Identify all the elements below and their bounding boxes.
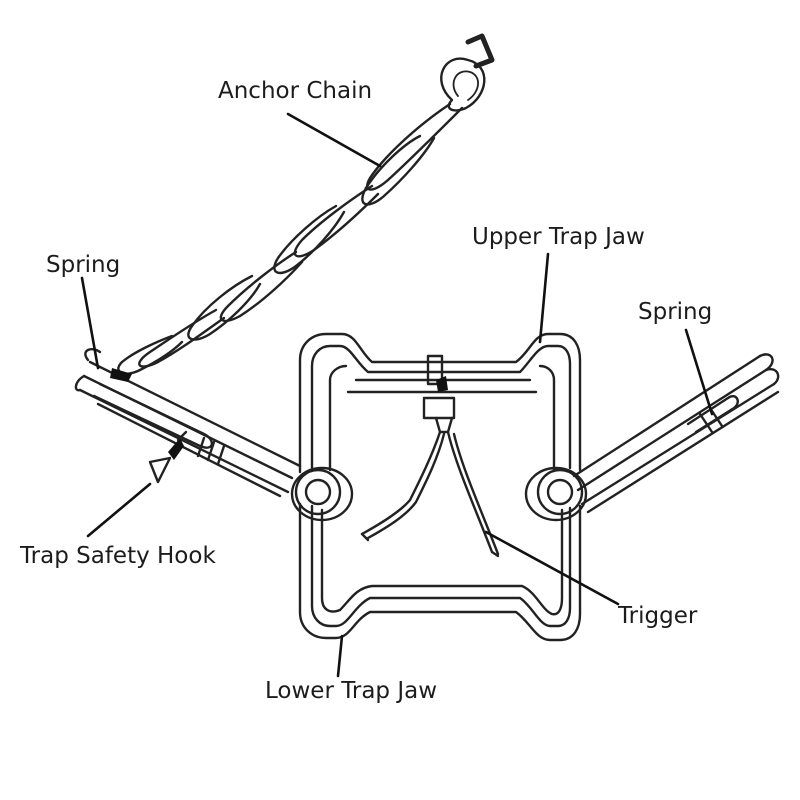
leader-anchor-chain xyxy=(286,112,382,168)
right-spring xyxy=(572,353,780,514)
trigger xyxy=(360,430,500,558)
chain-link xyxy=(366,102,464,191)
chain-link xyxy=(117,334,184,375)
chain-link xyxy=(187,274,262,341)
chain-link xyxy=(440,57,486,112)
right-pivot xyxy=(536,468,584,516)
anchor-chain xyxy=(117,33,495,375)
chain-link xyxy=(452,70,479,101)
left-spring xyxy=(74,348,302,498)
trap-jaws xyxy=(290,332,588,642)
leader-lower-trap-jaw xyxy=(336,634,344,678)
chain-hook xyxy=(465,33,495,69)
leader-trigger xyxy=(484,530,620,606)
leader-trap-safety-hook xyxy=(86,482,152,538)
trap-safety-hook xyxy=(148,430,188,484)
lower-trap-jaw xyxy=(298,502,582,642)
leader-spring-left xyxy=(80,276,100,370)
label-trigger: Trigger xyxy=(618,603,698,629)
label-lower-trap-jaw: Lower Trap Jaw xyxy=(265,678,438,704)
label-anchor-chain: Anchor Chain xyxy=(218,78,373,104)
upper-trap-jaw xyxy=(298,332,582,474)
label-spring-left: Spring xyxy=(46,252,121,278)
chain-link xyxy=(273,204,346,275)
label-trap-safety-hook: Trap Safety Hook xyxy=(20,543,216,569)
spring-clip xyxy=(110,368,132,382)
chain-link xyxy=(361,134,436,206)
label-spring-right: Spring xyxy=(638,299,713,325)
leader-upper-trap-jaw xyxy=(538,252,550,344)
chain-link xyxy=(293,184,380,258)
left-pivot xyxy=(294,468,342,516)
label-upper-trap-jaw: Upper Trap Jaw xyxy=(472,224,645,250)
chain-link xyxy=(138,308,226,368)
leader-spring-right xyxy=(684,328,714,416)
